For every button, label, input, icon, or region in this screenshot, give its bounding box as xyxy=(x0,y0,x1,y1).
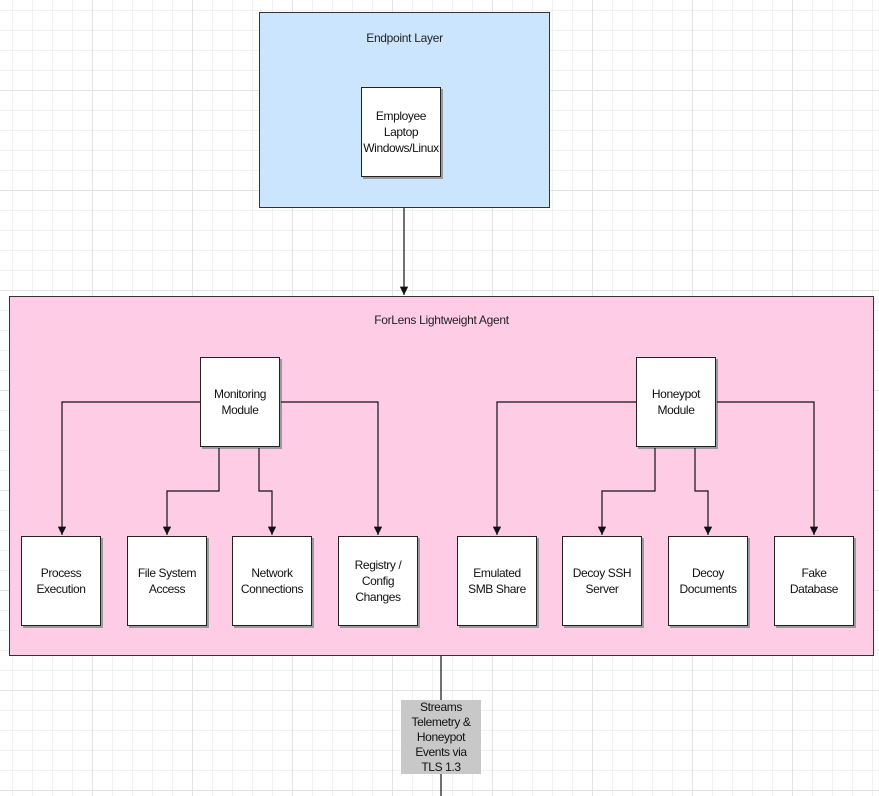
decoy-documents-node[interactable]: Decoy Documents xyxy=(668,536,748,626)
network-connections-node[interactable]: Network Connections xyxy=(232,536,312,626)
file-system-access-node[interactable]: File System Access xyxy=(127,536,207,626)
employee-laptop-node[interactable]: Employee Laptop Windows/Linux xyxy=(361,87,441,177)
employee-laptop-label: Employee Laptop xyxy=(375,109,427,139)
monitoring-module-label: Monitoring Module xyxy=(213,387,267,417)
honeypot-module-label: Honeypot Module xyxy=(651,387,701,417)
employee-laptop-os-label: Windows/Linux xyxy=(363,141,439,155)
network-connections-label: Network Connections xyxy=(240,566,304,596)
endpoint-layer-title: Endpoint Layer xyxy=(366,31,443,45)
emulated-smb-share-node[interactable]: Emulated SMB Share xyxy=(457,536,537,626)
decoy-ssh-server-label: Decoy SSH Server xyxy=(572,566,632,596)
honeypot-module-node[interactable]: Honeypot Module xyxy=(636,357,716,447)
decoy-ssh-server-node[interactable]: Decoy SSH Server xyxy=(562,536,642,626)
file-system-access-label: File System Access xyxy=(137,566,197,596)
registry-config-changes-node[interactable]: Registry / Config Changes xyxy=(338,536,418,626)
emulated-smb-share-label: Emulated SMB Share xyxy=(468,566,526,596)
forlens-agent-title: ForLens Lightweight Agent xyxy=(374,313,509,327)
fake-database-node[interactable]: Fake Database xyxy=(774,536,854,626)
process-execution-node[interactable]: Process Execution xyxy=(21,536,101,626)
registry-config-label-line1: Registry / Config xyxy=(354,558,402,588)
monitoring-module-node[interactable]: Monitoring Module xyxy=(200,357,280,447)
streams-note-line2: Honeypot Events via xyxy=(415,729,467,759)
decoy-documents-label: Decoy Documents xyxy=(679,566,737,596)
streams-note-line1: Streams Telemetry & xyxy=(411,699,471,729)
process-execution-label: Process Execution xyxy=(36,566,86,596)
streams-note-line3: TLS 1.3 xyxy=(421,759,461,774)
streams-telemetry-note: Streams Telemetry & Honeypot Events via … xyxy=(401,700,481,774)
fake-database-label: Fake Database xyxy=(789,566,839,596)
registry-config-label-line2: Changes xyxy=(355,590,401,604)
